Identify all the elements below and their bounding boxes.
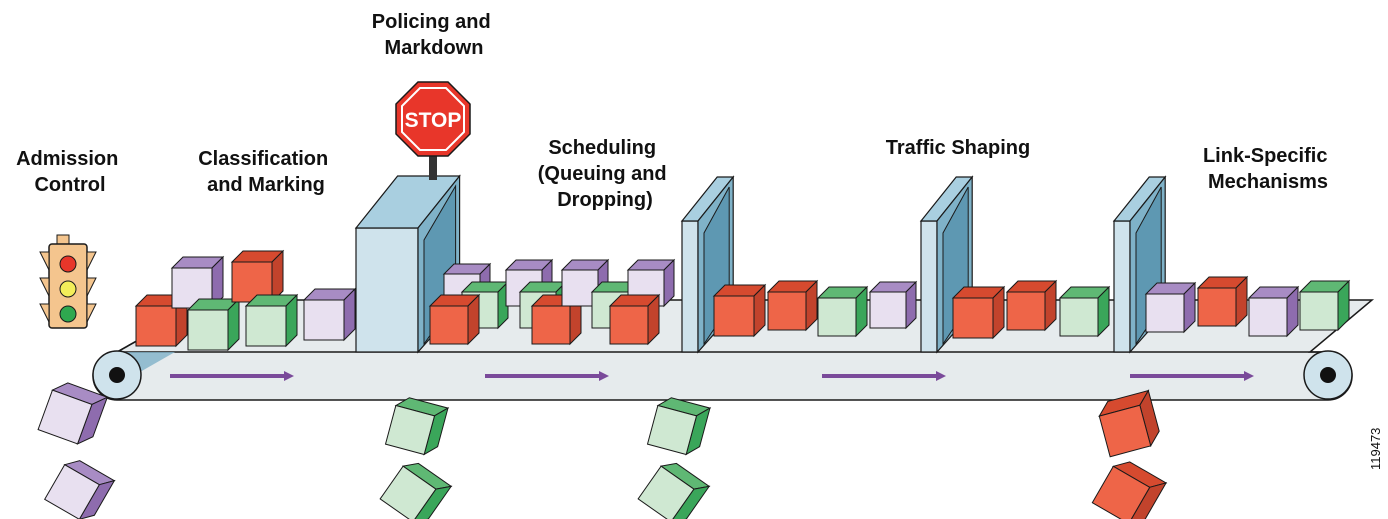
- packet-cube-icon: [302, 287, 357, 342]
- label-policing-line1: Policing and: [372, 11, 491, 33]
- packet-cube-icon: [816, 285, 869, 338]
- packet-cube-icon: [1091, 461, 1168, 519]
- label-link-line2: Mechanisms: [1208, 171, 1328, 193]
- packet-cube-icon: [1298, 279, 1351, 332]
- packet-cube-icon: [1144, 281, 1197, 334]
- belt-roller-right: [1303, 350, 1353, 400]
- belt-roller-left: [92, 350, 142, 400]
- packet-cube-icon: [230, 249, 285, 304]
- label-admission-line2: Control: [34, 174, 105, 196]
- packet-cube-icon: [646, 397, 712, 456]
- packet-cube-icon: [244, 293, 299, 348]
- packet-cube-icon: [1005, 279, 1058, 332]
- label-policing-line2: Markdown: [385, 37, 484, 59]
- label-traffic-shaping: Traffic Shaping: [886, 137, 1030, 159]
- packet-cubes: [37, 249, 1351, 519]
- packet-cube-icon: [1247, 285, 1300, 338]
- packet-cube-icon: [170, 255, 225, 310]
- label-link-specific: Link-Specific Mechanisms: [1203, 145, 1333, 193]
- figure-id: 119473: [1368, 428, 1383, 470]
- packet-cube-icon: [1058, 285, 1111, 338]
- label-classification-line1: Classification: [198, 148, 328, 170]
- stop-sign-icon: STOP: [395, 81, 471, 180]
- packet-cube-icon: [384, 397, 450, 456]
- packet-cube-icon: [379, 462, 453, 519]
- label-policing-markdown: Policing and Markdown: [372, 11, 496, 59]
- label-scheduling-line3: Dropping): [557, 189, 653, 211]
- label-traffic-shaping-line1: Traffic Shaping: [886, 137, 1030, 159]
- packet-cube-icon: [186, 297, 241, 352]
- label-classification-marking: Classification and Marking: [198, 148, 334, 196]
- packet-cube-icon: [868, 280, 918, 330]
- label-scheduling-line1: Scheduling: [548, 137, 656, 159]
- label-scheduling: Scheduling (Queuing and Dropping): [538, 137, 672, 211]
- packet-cube-icon: [1098, 389, 1160, 458]
- packet-cube-icon: [37, 382, 109, 445]
- stage-labels: Admission Control Classification and Mar…: [16, 11, 1333, 211]
- packet-cube-icon: [1196, 275, 1249, 328]
- packet-cube-icon: [428, 293, 481, 346]
- packet-cube-icon: [712, 283, 767, 338]
- label-scheduling-line2: (Queuing and: [538, 163, 667, 185]
- packet-cube-icon: [43, 460, 116, 519]
- label-classification-line2: and Marking: [207, 174, 325, 196]
- packet-cube-icon: [637, 462, 711, 519]
- label-admission-line1: Admission: [16, 148, 118, 170]
- label-admission-control: Admission Control: [16, 148, 124, 196]
- label-link-line1: Link-Specific: [1203, 145, 1327, 167]
- packet-cube-icon: [766, 279, 819, 332]
- stop-sign-text: STOP: [405, 109, 462, 132]
- packet-cube-icon: [951, 285, 1006, 340]
- packet-cube-icon: [608, 293, 661, 346]
- traffic-light-icon: [39, 234, 97, 329]
